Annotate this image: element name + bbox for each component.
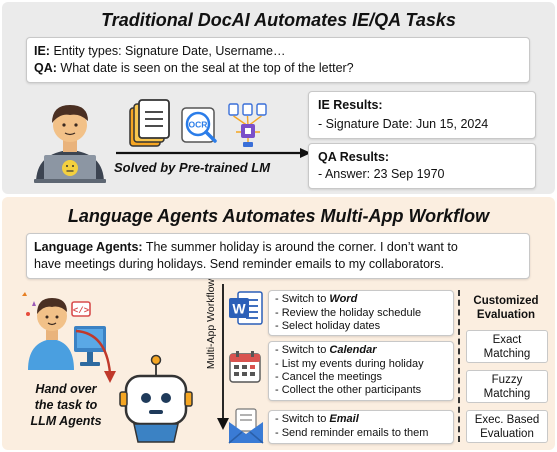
exact-matching-line-1: Exact — [492, 334, 522, 346]
exact-matching-box: Exact Matching — [466, 330, 548, 363]
calendar-app-name: Calendar — [329, 344, 377, 356]
workflow-step-word: - Switch to Word - Review the holiday sc… — [268, 290, 454, 336]
handover-line-2: the task to — [34, 398, 98, 412]
ie-task-line: IE: Entity types: Signature Date, Userna… — [34, 43, 286, 59]
user-at-computer-icon: </> — [22, 292, 106, 370]
fuzzy-matching-line-2: Matching — [483, 388, 531, 400]
calendar-app-icon — [229, 351, 261, 383]
word-app-icon: W — [229, 291, 263, 325]
ocr-label: OCR — [189, 120, 208, 130]
workflow-step-email: - Switch to Email - Send reminder emails… — [268, 410, 454, 444]
word-switch-line: - Switch to Word — [275, 293, 357, 307]
workflow-step-calendar: - Switch to Calendar - List my events du… — [268, 341, 454, 401]
ie-label: IE: — [34, 44, 50, 58]
calendar-step-1: - List my events during holiday — [275, 358, 424, 370]
handover-line-3: LLM Agents — [30, 414, 102, 428]
agents-task-line-2: have meetings during holidays. Send remi… — [34, 257, 444, 271]
evaluation-divider — [458, 290, 460, 442]
evaluation-title-line-2: Evaluation — [476, 309, 536, 321]
calendar-step-2: - Cancel the meetings — [275, 371, 382, 383]
solver-arrow — [116, 148, 311, 158]
word-step-1: - Review the holiday schedule — [275, 307, 422, 319]
exec-based-line-2: Evaluation — [480, 428, 534, 440]
qa-results-title: QA Results: — [318, 150, 390, 164]
documents-icon — [129, 99, 170, 147]
ocr-icon: OCR — [181, 107, 217, 143]
exec-based-evaluation-box: Exec. Based Evaluation — [466, 410, 548, 443]
docai-title: Traditional DocAI Automates IE/QA Tasks — [101, 10, 456, 30]
agents-task-box: Language Agents: The summer holiday is a… — [26, 233, 530, 279]
agents-task-text-1: The summer holiday is around the corner.… — [142, 240, 458, 254]
fuzzy-matching-line-1: Fuzzy — [491, 374, 523, 386]
email-app-name: Email — [329, 413, 359, 425]
evaluation-title: Customized Evaluation — [464, 294, 548, 322]
ie-results-value: - Signature Date: Jun 15, 2024 — [318, 117, 489, 131]
robot-agent-icon — [119, 354, 193, 443]
qa-results-box: QA Results: - Answer: 23 Sep 1970 — [308, 143, 536, 189]
workflow-arrow — [217, 284, 229, 430]
user-at-laptop-icon — [34, 105, 106, 183]
email-app-icon — [228, 408, 264, 444]
agents-task-line-1: Language Agents: The summer holiday is a… — [34, 239, 458, 255]
qa-task-text: What date is seen on the seal at the top… — [56, 61, 354, 75]
handover-line-1: Hand over — [35, 382, 97, 396]
handover-arrow — [75, 329, 116, 383]
calendar-step-3: - Collect the other participants — [275, 384, 422, 396]
handover-text: Hand over the task to LLM Agents — [24, 381, 108, 429]
ie-results-box: IE Results: - Signature Date: Jun 15, 20… — [308, 91, 536, 139]
ie-task-text: Entity types: Signature Date, Username… — [49, 44, 286, 58]
qa-label: QA: — [34, 61, 57, 75]
ai-network-icon — [228, 103, 267, 147]
email-switch-line: - Switch to Email — [275, 413, 359, 427]
exact-matching-line-2: Matching — [483, 348, 531, 360]
agents-title: Language Agents Automates Multi-App Work… — [67, 206, 490, 226]
word-icon-letter: W — [232, 301, 246, 317]
fuzzy-matching-box: Fuzzy Matching — [466, 370, 548, 403]
agents-task-label: Language Agents: — [34, 240, 143, 254]
word-app-name: Word — [329, 293, 358, 305]
svg-text:</>: </> — [73, 306, 89, 316]
solver-label: Solved by Pre-trained LM — [114, 160, 271, 175]
calendar-switch-line: - Switch to Calendar — [275, 344, 376, 358]
qa-results-value: - Answer: 23 Sep 1970 — [318, 167, 445, 181]
evaluation-title-line-1: Customized — [473, 295, 539, 307]
qa-task-line: QA: What date is seen on the seal at the… — [34, 60, 354, 76]
word-switch-prefix: - Switch to — [275, 293, 330, 305]
word-step-2: - Select holiday dates — [275, 320, 381, 332]
ie-results-title: IE Results: — [318, 98, 383, 112]
email-switch-prefix: - Switch to — [275, 413, 330, 425]
docai-task-box: IE: Entity types: Signature Date, Userna… — [26, 37, 530, 83]
calendar-switch-prefix: - Switch to — [275, 344, 330, 356]
exec-based-line-1: Exec. Based — [474, 414, 540, 426]
email-step-1: - Send reminder emails to them — [275, 427, 429, 439]
